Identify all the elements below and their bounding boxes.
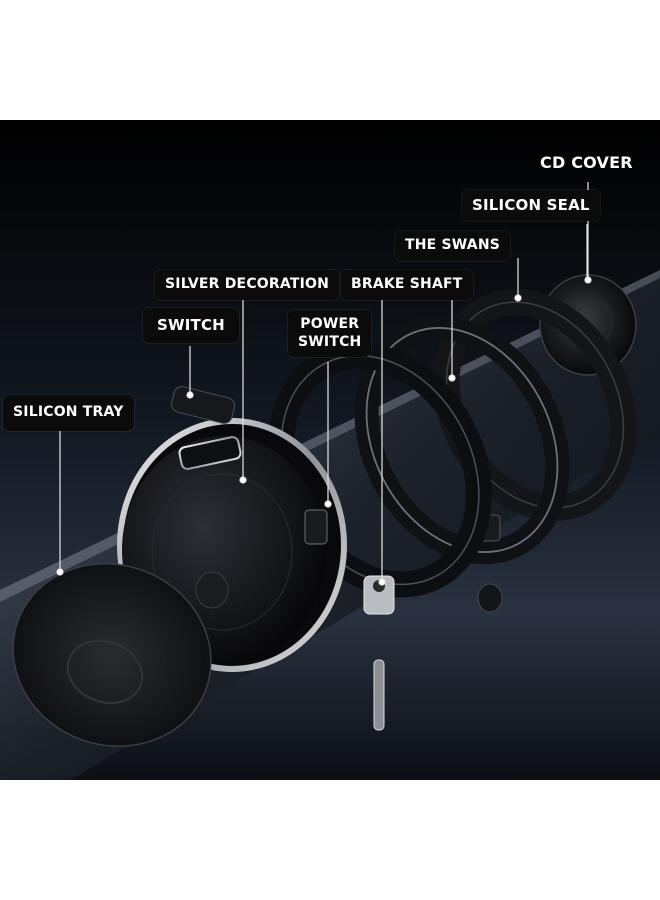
power-switch-line2: SWITCH — [298, 333, 362, 350]
power-switch-line1: POWER — [300, 316, 360, 332]
silver-decoration-label: SILVER DECORATION — [155, 270, 340, 300]
leader-lines — [56, 182, 592, 586]
cd-cover-label: CD COVER — [540, 153, 633, 172]
power-switch-label: POWER SWITCH — [288, 310, 372, 357]
brake-shaft-label: BRAKE SHAFT — [341, 270, 473, 300]
the-swans-label: THE SWANS — [395, 231, 511, 261]
the-swans-part — [354, 315, 570, 613]
brake-shaft-part — [363, 575, 395, 731]
silicon-seal-label: SILICON SEAL — [462, 190, 600, 221]
silicon-tray-label: SILICON TRAY — [3, 395, 134, 431]
switch-label: SWITCH — [143, 308, 239, 343]
exploded-view-illustration — [0, 120, 660, 780]
silicon-tray-part — [12, 563, 212, 747]
